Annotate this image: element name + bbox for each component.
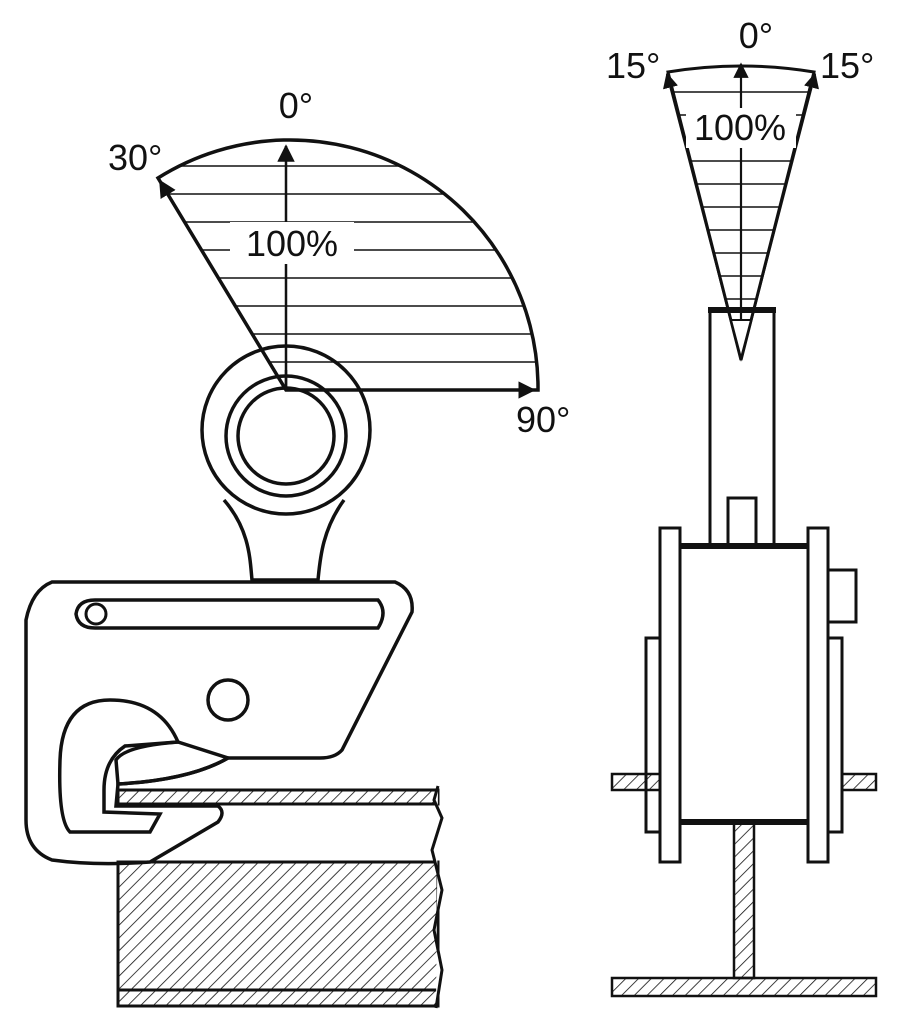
side-workpiece	[116, 785, 444, 1009]
front-shackle	[708, 307, 776, 548]
front-angle-15-left-label: 15°	[606, 45, 660, 86]
side-angle-30-label: 30°	[108, 137, 162, 178]
front-capacity-label: 100%	[694, 107, 786, 148]
front-view: 100% 0° 15° 15°	[606, 15, 878, 998]
front-angle-15-right-label: 15°	[820, 45, 874, 86]
side-view: 100% 0° 30° 90°	[24, 85, 570, 1009]
front-clamp-body	[644, 526, 858, 864]
clamp-body	[24, 580, 414, 866]
side-angle-90-label: 90°	[516, 399, 570, 440]
front-workpiece	[610, 772, 878, 998]
side-angle-0-label: 0°	[279, 85, 313, 126]
side-angle-fan	[155, 138, 540, 399]
front-angle-0-label: 0°	[739, 15, 773, 56]
side-capacity-label: 100%	[246, 223, 338, 264]
lifting-eye	[200, 344, 372, 582]
